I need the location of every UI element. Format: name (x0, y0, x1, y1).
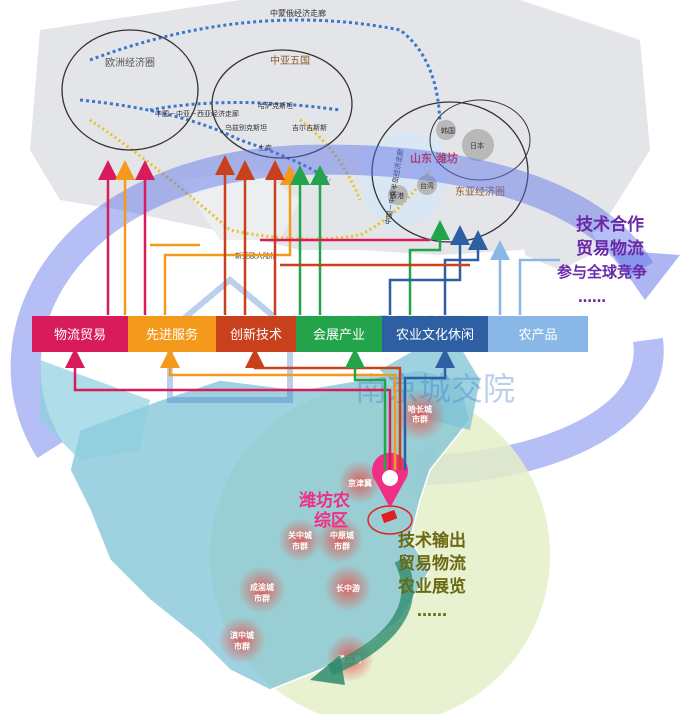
arrows-down (65, 348, 455, 470)
cluster-chengyu-1: 成渝城 (250, 582, 274, 592)
cluster-guanzhong-2: 市群 (292, 541, 308, 551)
cluster-chengyu-2: 市群 (254, 593, 270, 603)
central-asia-circle (211, 49, 353, 159)
domestic-slogan-2: 贸易物流 (398, 553, 466, 574)
industry-segment-exhibition (296, 316, 382, 352)
industry-label-produce: 农产品 (518, 328, 557, 343)
pin-label-2: 综区 (314, 510, 348, 531)
industry-segment-services (128, 316, 216, 352)
domestic-swirl-head (310, 655, 345, 685)
cluster-changzhongyou: 长中游 (336, 583, 360, 593)
taiwan-dot (417, 175, 437, 195)
global-slogan-3: 参与全球竞争 (557, 263, 647, 281)
korea-dot (436, 120, 456, 140)
industry-label-services: 先进服务 (146, 327, 198, 343)
place-kazakhstan: 哈萨克斯坦 (258, 101, 293, 110)
europe-circle-label: 欧洲经济圈 (105, 56, 155, 69)
domestic-slogan-3: 农业展览 (397, 576, 466, 597)
place-turkmenistan: 土库 (258, 143, 272, 152)
maritime-route (89, 118, 432, 241)
industry-label-innovation: 创新技术 (230, 327, 282, 343)
arrows-up (98, 155, 560, 315)
corridor-label-ccwa: 中国－中亚－西亚经济走廊 (155, 109, 239, 118)
place-hk: 香港 (390, 191, 404, 200)
place-uzbekistan: 乌兹别克斯坦 (225, 123, 267, 132)
japan-dot (462, 129, 494, 161)
cluster-jingjinji: 京津冀 (348, 478, 372, 488)
cluster-dianzhong-2: 市群 (234, 641, 250, 651)
corridor-label-cmr: 中蒙俄经济走廊 (270, 8, 326, 18)
pin-label-1: 潍坊农 (299, 490, 350, 511)
global-slogan-4: …… (578, 290, 606, 306)
place-kyrgyzstan: 吉尔吉斯斯 (292, 123, 327, 132)
shandong-weifang-label: 山东 潍坊 (410, 151, 458, 165)
central-asia-circle-label: 中亚五国 (270, 54, 310, 67)
industry-segment-innovation (216, 316, 296, 352)
global-slogan-1: 技术合作 (576, 214, 644, 235)
industry-label-logistics: 物流贸易 (54, 328, 106, 343)
world-map (30, 0, 650, 270)
cluster-central-1: 中原城 (330, 530, 354, 540)
global-slogan-2: 贸易物流 (576, 238, 644, 259)
domestic-swirl (327, 557, 414, 676)
industry-bar: 物流贸易 先进服务 创新技术 会展产业 农业文化休闲 农产品 (32, 316, 588, 352)
industry-segment-produce (488, 316, 588, 352)
industry-label-agri-culture: 农业文化休闲 (396, 328, 474, 343)
china-northwest (40, 360, 150, 460)
china-northeast (380, 330, 480, 430)
domestic-slogan-1: 技术输出 (398, 530, 466, 551)
place-japan: 日本 (470, 141, 484, 150)
cluster-harbin-2: 市群 (412, 414, 428, 424)
east-asia-inner-circle (429, 99, 531, 181)
east-asia-circle-label: 东亚经济圈 (455, 185, 505, 198)
europe-circle (61, 29, 199, 151)
china-map (69, 369, 471, 691)
cluster-guanzhong-1: 关中城 (288, 530, 312, 540)
place-korea: 韩国 (441, 126, 455, 135)
city-clusters (218, 389, 446, 682)
domestic-slogan-4: …… (417, 602, 447, 620)
industry-label-exhibition: 会展产业 (313, 328, 365, 343)
cluster-harbin-1: 哈长城 (408, 404, 432, 414)
cluster-central-2: 市群 (334, 541, 350, 551)
industry-segment-logistics (32, 316, 128, 352)
hk-dot (388, 185, 408, 205)
cluster-dianzhong-1: 滇中城 (230, 630, 254, 640)
place-taiwan: 台湾 (420, 181, 434, 190)
industry-segment-agri-culture (382, 316, 488, 352)
